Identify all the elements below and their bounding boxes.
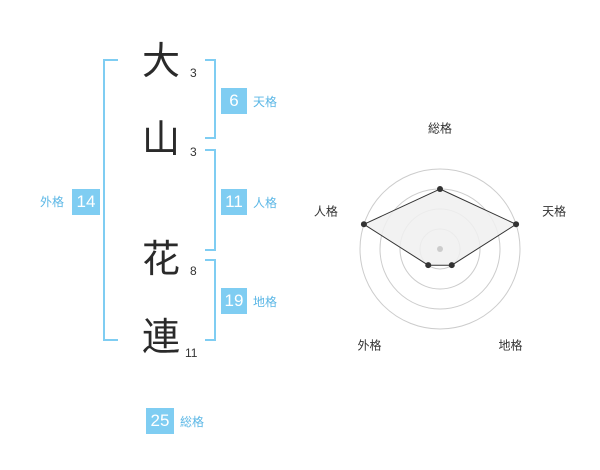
soukaku-value: 25 xyxy=(146,408,174,434)
gaikaku-label: 外格 xyxy=(40,195,65,209)
radar-point-1 xyxy=(437,186,443,192)
radar-axis-label-1: 総格 xyxy=(428,121,452,136)
jinkaku-value: 11 xyxy=(221,189,247,215)
radar-axis-label-3: 地格 xyxy=(498,338,522,353)
gaikaku-value: 14 xyxy=(72,189,100,215)
radar-point-2 xyxy=(513,221,520,228)
radar-axis-label-5: 人格 xyxy=(314,203,338,218)
radar-area xyxy=(362,188,518,266)
chikaku-bracket xyxy=(205,259,216,341)
stroke-count-3: 8 xyxy=(190,264,197,278)
radar-point-5 xyxy=(360,221,367,228)
soukaku-label: 総格 xyxy=(180,415,205,429)
radar-axis-label-4: 外格 xyxy=(357,338,381,353)
radar-point-3 xyxy=(448,262,455,269)
radar-point-4 xyxy=(425,262,432,269)
radar-center xyxy=(437,246,443,252)
tenkaku-bracket xyxy=(205,59,216,139)
name-char-2: 山 xyxy=(142,117,181,161)
name-char-3: 花 xyxy=(142,237,181,281)
stroke-count-1: 3 xyxy=(190,66,197,80)
tenkaku-value: 6 xyxy=(221,88,247,114)
name-char-1: 大 xyxy=(142,39,181,83)
jinkaku-label: 人格 xyxy=(253,196,278,210)
radar-axis-label-2: 天格 xyxy=(542,203,566,218)
gaikaku-bracket xyxy=(103,59,118,341)
chikaku-label: 地格 xyxy=(253,295,278,309)
stroke-count-4: 11 xyxy=(185,346,198,360)
stroke-count-2: 3 xyxy=(190,145,197,159)
name-char-4: 連 xyxy=(142,315,181,359)
tenkaku-label: 天格 xyxy=(253,95,278,109)
jinkaku-bracket xyxy=(205,149,216,251)
chikaku-value: 19 xyxy=(221,288,247,314)
